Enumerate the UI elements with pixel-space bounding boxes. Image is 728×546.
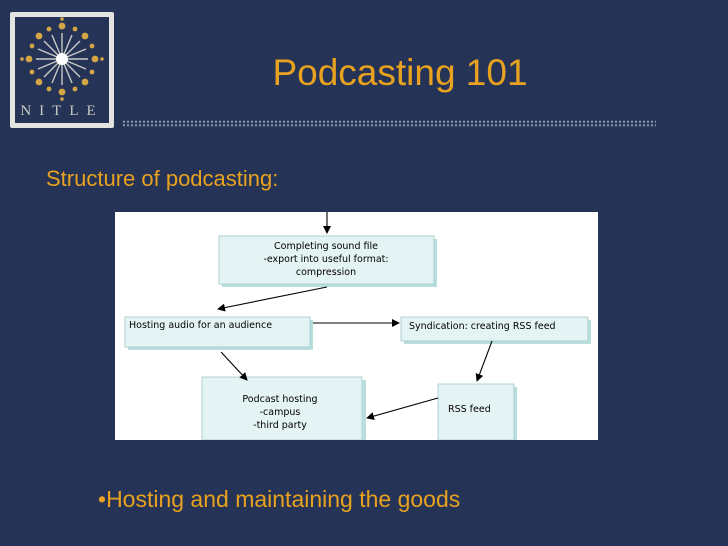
node-podcast-hosting-line-1: Podcast hosting bbox=[242, 394, 317, 405]
node-podcast-hosting: Podcast hosting -campus -third party bbox=[201, 376, 366, 440]
arrow-sound-to-hosting bbox=[217, 286, 328, 312]
nitle-logo: NITLE bbox=[10, 12, 114, 128]
podcasting-diagram: Completing sound file -export into usefu… bbox=[115, 212, 598, 440]
logo-text: NITLE bbox=[20, 103, 104, 119]
node-sound-file: Completing sound file -export into usefu… bbox=[218, 235, 437, 287]
bullet-item: •Hosting and maintaining the goods bbox=[98, 486, 461, 512]
node-sound-file-line-2: -export into useful format: bbox=[263, 254, 388, 265]
node-sound-file-line-1: Completing sound file bbox=[274, 241, 378, 252]
slide-title: Podcasting 101 bbox=[272, 52, 528, 93]
node-hosting-audio-label: Hosting audio for an audience bbox=[129, 320, 272, 331]
starburst-icon bbox=[20, 17, 104, 101]
node-rss-feed-label: RSS feed bbox=[448, 404, 491, 415]
node-syndication: Syndication: creating RSS feed bbox=[400, 316, 591, 344]
node-podcast-hosting-line-3: -third party bbox=[253, 420, 307, 431]
arrow-rss-to-podcast bbox=[366, 397, 439, 420]
node-podcast-hosting-line-2: -campus bbox=[260, 407, 301, 418]
dotted-divider bbox=[122, 120, 656, 127]
node-sound-file-line-3: compression bbox=[296, 267, 356, 278]
arrow-hosting-to-podcast bbox=[220, 351, 248, 381]
node-hosting-audio: Hosting audio for an audience bbox=[124, 316, 313, 350]
node-syndication-label: Syndication: creating RSS feed bbox=[409, 321, 556, 332]
slide-subtitle: Structure of podcasting: bbox=[46, 166, 279, 191]
arrow-syndication-to-rss bbox=[475, 340, 493, 382]
bullet-text: Hosting and maintaining the goods bbox=[106, 486, 461, 512]
node-rss-feed: RSS feed bbox=[437, 383, 517, 440]
